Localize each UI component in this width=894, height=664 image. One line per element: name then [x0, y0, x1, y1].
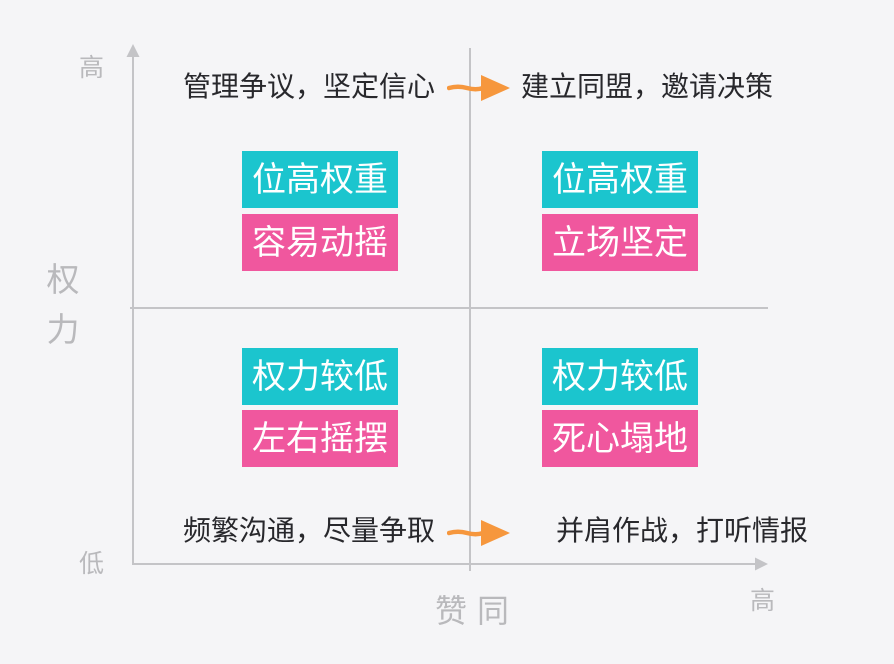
- quadrant-top-right-box-power: 位高权重: [542, 151, 698, 208]
- quadrant-bottom-right-box-power: 权力较低: [542, 348, 698, 405]
- x-axis-title: 赞同: [435, 593, 520, 629]
- annotation-bottom-left: 频繁沟通，尽量争取: [183, 515, 436, 546]
- quadrant-top-left-box-stance: 容易动摇: [242, 214, 398, 271]
- horizontal-divider-line: [130, 307, 768, 309]
- y-axis-line: [132, 47, 134, 565]
- right-arrow-icon: [447, 75, 510, 101]
- quadrant-bottom-left-box-stance: 左右摇摆: [242, 410, 398, 467]
- annotation-top-left: 管理争议，坚定信心: [183, 71, 436, 102]
- y-axis-title: 权力: [42, 262, 79, 362]
- quadrant-top-left-box-power: 位高权重: [242, 151, 398, 208]
- quadrant-bottom-left-box-power: 权力较低: [242, 348, 398, 405]
- x-axis-arrowhead-icon: [755, 557, 768, 571]
- right-arrow-icon: [447, 520, 510, 546]
- y-axis-high-label: 高: [79, 54, 105, 82]
- annotation-bottom-right: 并肩作战，打听情报: [556, 515, 809, 546]
- y-axis-low-label: 低: [79, 550, 105, 578]
- quadrant-bottom-right-box-stance: 死心塌地: [542, 410, 698, 467]
- x-axis-high-label: 高: [750, 587, 776, 615]
- x-axis-line: [133, 563, 755, 565]
- y-axis-arrowhead-icon: [126, 44, 140, 57]
- annotation-top-right: 建立同盟，邀请决策: [521, 71, 774, 102]
- vertical-divider-line: [469, 48, 471, 571]
- quadrant-top-right-box-stance: 立场坚定: [542, 214, 698, 271]
